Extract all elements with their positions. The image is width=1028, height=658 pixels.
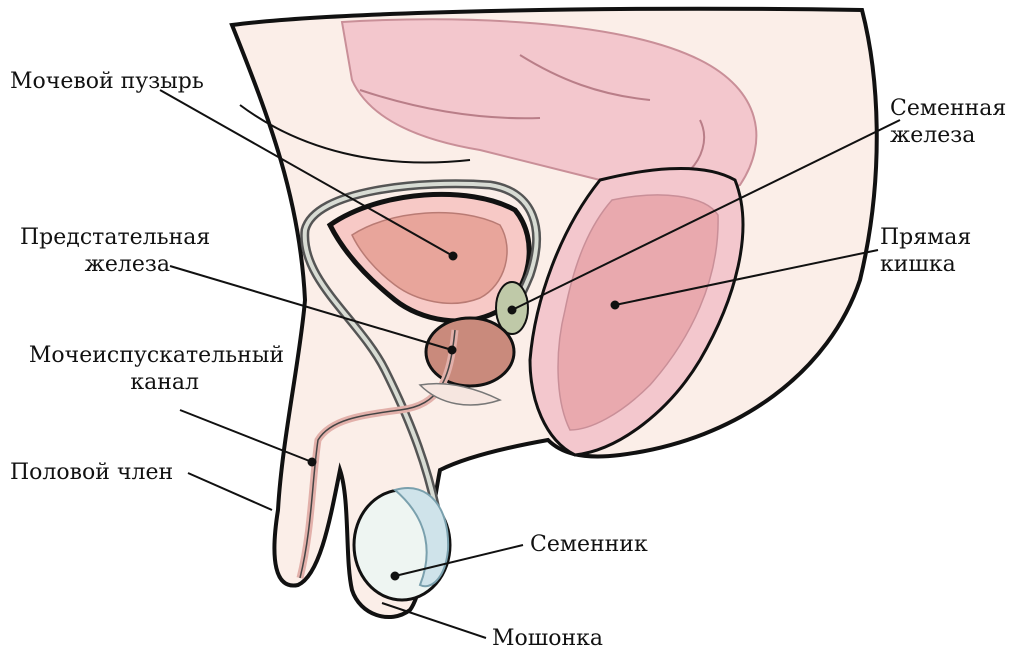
label-urethra: Мочеиспускательный канал — [6, 342, 284, 396]
label-rectum: Прямая кишка — [880, 224, 971, 278]
pointer-rectum-dot — [612, 302, 619, 309]
label-testicle-text: Семенник — [530, 532, 648, 557]
prostate — [426, 318, 514, 386]
label-urethra-line2: канал — [6, 369, 284, 396]
pointer-testicle-dot — [392, 573, 399, 580]
pointer-bladder-dot — [450, 253, 457, 260]
pointer-scrotum — [382, 603, 486, 638]
label-bladder: Мочевой пузырь — [10, 68, 204, 95]
label-rectum-line2: кишка — [880, 251, 971, 278]
label-bladder-text: Мочевой пузырь — [10, 69, 204, 94]
label-penis-text: Половой член — [10, 460, 173, 485]
label-scrotum: Мошонка — [492, 625, 603, 652]
pointer-seminal-vesicle-dot — [509, 307, 516, 314]
label-prostate-line1: Предстательная — [20, 224, 170, 251]
label-penis: Половой член — [10, 459, 173, 486]
label-seminal-vesicle-line1: Семенная — [890, 95, 1006, 122]
pointer-urethra-dot — [309, 459, 316, 466]
label-seminal-vesicle-line2: железа — [890, 122, 1006, 149]
pointer-penis — [188, 473, 272, 510]
pointer-prostate-dot — [449, 347, 456, 354]
label-prostate-line2: железа — [20, 251, 170, 278]
label-seminal-vesicle: Семенная железа — [890, 95, 1006, 149]
label-scrotum-text: Мошонка — [492, 626, 603, 651]
label-prostate: Предстательная железа — [20, 224, 170, 278]
label-rectum-line1: Прямая — [880, 224, 971, 251]
label-urethra-line1: Мочеиспускательный — [6, 342, 284, 369]
label-testicle: Семенник — [530, 531, 648, 558]
